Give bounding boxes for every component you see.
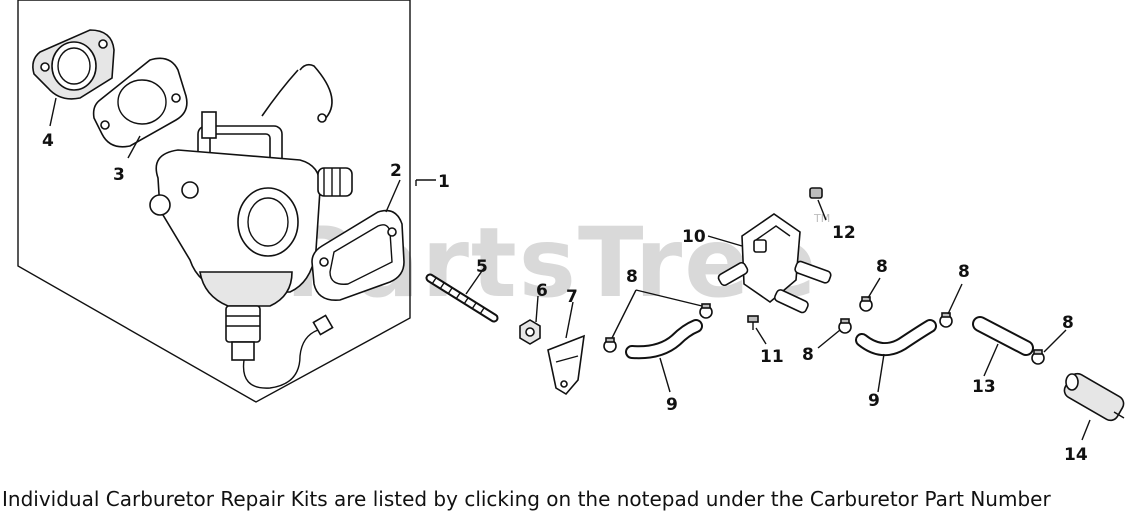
part-1-carburetor[interactable] bbox=[149, 63, 353, 389]
callout-8-filter: 8 bbox=[1062, 313, 1074, 333]
part-13-hose[interactable] bbox=[972, 316, 1034, 356]
callout-3: 3 bbox=[113, 165, 125, 185]
callout-6: 6 bbox=[536, 281, 548, 301]
part-8-clamp-5[interactable] bbox=[939, 312, 953, 328]
callout-1: 1 bbox=[438, 172, 450, 192]
part-3-gasket[interactable] bbox=[92, 57, 188, 148]
callout-14: 14 bbox=[1064, 445, 1088, 465]
callout-10: 10 bbox=[682, 227, 706, 247]
callout-12: 12 bbox=[832, 223, 856, 243]
part-8-clamp-1[interactable] bbox=[603, 337, 617, 353]
callout-11: 11 bbox=[760, 347, 784, 367]
callout-8-mid: 8 bbox=[802, 345, 814, 365]
callout-7: 7 bbox=[566, 287, 578, 307]
part-8-clamp-3[interactable] bbox=[859, 296, 873, 312]
part-2-gasket[interactable] bbox=[311, 209, 405, 301]
part-7-bracket[interactable] bbox=[547, 334, 585, 396]
callout-9-left: 9 bbox=[666, 395, 678, 415]
callout-2: 2 bbox=[390, 161, 402, 181]
part-10-fuel-pump[interactable] bbox=[717, 213, 832, 314]
part-9-fuel-hose-right[interactable] bbox=[855, 319, 937, 357]
leader-lines bbox=[49, 97, 1091, 441]
part-5-stud[interactable] bbox=[425, 273, 499, 323]
callout-8-left: 8 bbox=[626, 267, 638, 287]
callout-9-right: 9 bbox=[868, 391, 880, 411]
callout-8-right: 8 bbox=[958, 262, 970, 282]
part-8-clamp-6[interactable] bbox=[1031, 349, 1045, 365]
part-11-screw[interactable] bbox=[747, 315, 759, 330]
exploded-parts-diagram: PartsTree TM bbox=[17, 0, 1127, 465]
callout-8-pump: 8 bbox=[876, 257, 888, 277]
carburetor-assembly-box bbox=[17, 0, 411, 403]
part-4-gasket[interactable] bbox=[32, 29, 115, 100]
part-12-clip[interactable] bbox=[809, 187, 823, 199]
caption-text: Individual Carburetor Repair Kits are li… bbox=[2, 487, 1051, 511]
callout-5: 5 bbox=[476, 257, 488, 277]
part-8-clamp-2[interactable] bbox=[699, 303, 713, 319]
callout-4: 4 bbox=[42, 131, 54, 151]
part-9-fuel-hose-left[interactable] bbox=[625, 319, 703, 360]
callout-13: 13 bbox=[972, 377, 996, 397]
part-14-fuel-filter[interactable] bbox=[1062, 371, 1127, 424]
part-6-nut[interactable] bbox=[519, 319, 541, 345]
part-8-clamp-4[interactable] bbox=[838, 318, 852, 334]
watermark-trademark: TM bbox=[813, 212, 830, 225]
